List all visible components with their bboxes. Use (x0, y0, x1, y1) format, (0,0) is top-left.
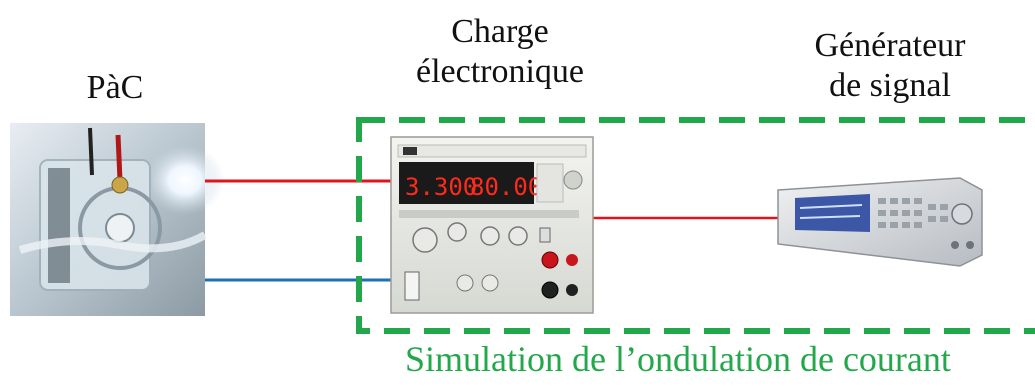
load-current-display: 80.00 (470, 173, 542, 201)
load-negative-terminal[interactable] (542, 282, 558, 298)
load-knob-1[interactable] (413, 228, 437, 252)
signal-generator-image (778, 178, 982, 266)
load-knob-4[interactable] (509, 227, 527, 245)
electronic-load-image: 3.300 80.00 (391, 137, 593, 313)
load-knob-3[interactable] (481, 227, 499, 245)
generator-knob[interactable] (952, 204, 972, 224)
load-voltage-display: 3.300 (405, 173, 477, 201)
fuel-cell-image (10, 123, 225, 316)
load-knob-2[interactable] (448, 223, 466, 241)
load-positive-terminal[interactable] (542, 252, 558, 268)
